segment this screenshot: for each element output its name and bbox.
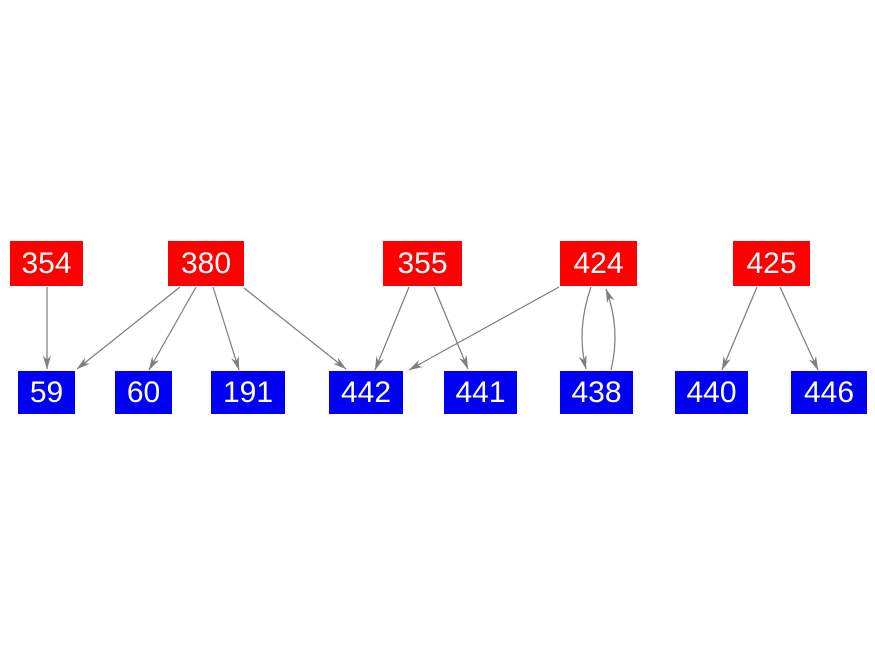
node-191: 191 [211, 371, 285, 414]
edge-380-to-191 [212, 286, 240, 371]
node-label: 59 [29, 375, 64, 409]
node-380: 380 [168, 241, 244, 286]
node-354: 354 [10, 241, 83, 286]
node-label: 442 [340, 375, 392, 409]
node-label: 441 [455, 375, 506, 409]
node-label: 354 [21, 246, 72, 280]
node-label: 355 [397, 246, 448, 280]
node-60: 60 [115, 371, 172, 414]
edge-438-to-424 [605, 288, 616, 371]
edge-425-to-440 [721, 286, 758, 371]
node-424: 424 [560, 241, 637, 286]
node-438: 438 [560, 371, 633, 414]
node-425: 425 [733, 241, 810, 286]
node-label: 60 [126, 375, 161, 409]
node-446: 446 [791, 371, 867, 414]
node-label: 424 [573, 246, 624, 280]
node-label: 380 [180, 246, 232, 280]
edge-424-to-442 [408, 286, 560, 371]
edge-425-to-446 [779, 286, 819, 371]
edge-380-to-442 [243, 287, 347, 370]
edge-355-to-442 [374, 286, 410, 371]
node-label: 191 [222, 375, 274, 409]
node-442: 442 [329, 371, 403, 414]
edge-424-to-438 [578, 286, 592, 370]
node-label: 440 [686, 375, 737, 409]
edge-380-to-60 [148, 286, 197, 371]
node-440: 440 [675, 371, 748, 414]
node-441: 441 [444, 371, 517, 414]
node-label: 438 [571, 375, 622, 409]
node-355: 355 [383, 241, 462, 286]
edge-380-to-59 [76, 286, 181, 370]
node-label: 446 [803, 375, 855, 409]
node-59: 59 [18, 371, 75, 414]
edge-355-to-441 [433, 286, 469, 370]
node-label: 425 [746, 246, 797, 280]
